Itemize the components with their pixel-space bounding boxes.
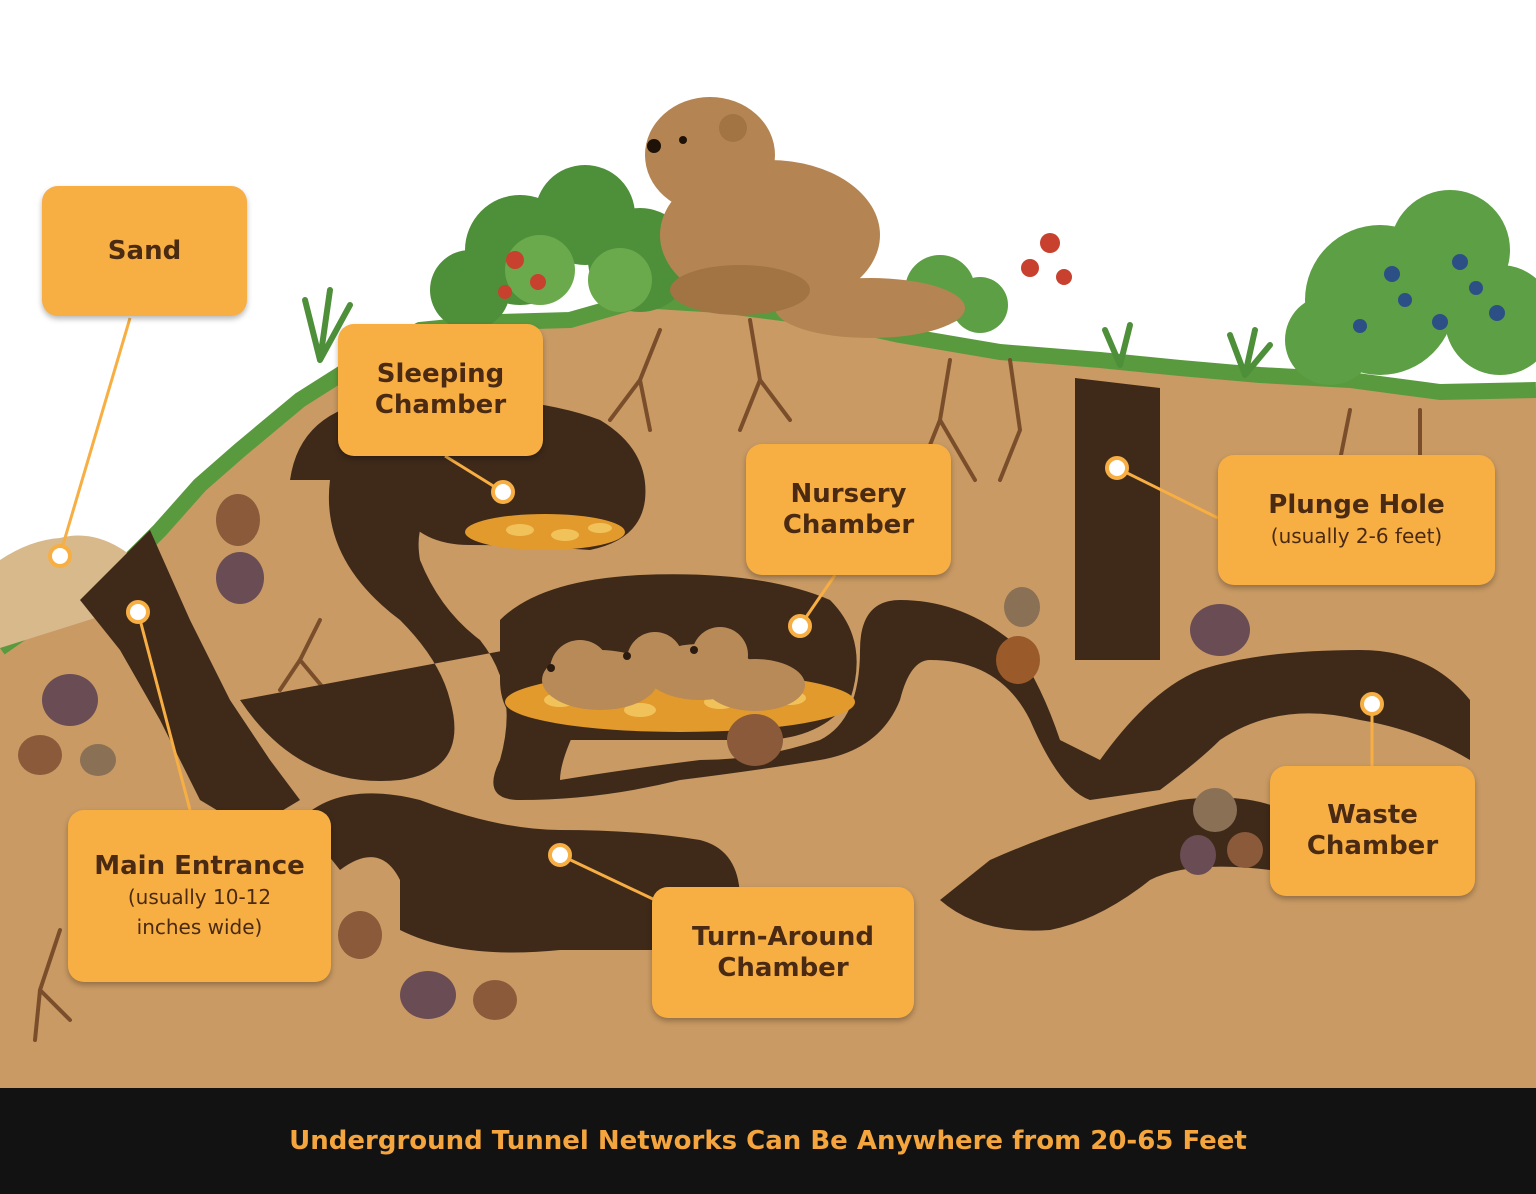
- berries-red: [498, 233, 1072, 299]
- label-nursery-chamber: Nursery Chamber: [746, 444, 951, 575]
- baby-groundhogs: [542, 627, 805, 711]
- label-plunge-hole-title: Plunge Hole: [1268, 489, 1445, 520]
- caption-text: Underground Tunnel Networks Can Be Anywh…: [289, 1126, 1247, 1156]
- label-sleeping-chamber: Sleeping Chamber: [338, 324, 543, 456]
- label-plunge-hole: Plunge Hole (usually 2-6 feet): [1218, 455, 1495, 585]
- baby-noses: [547, 646, 698, 672]
- label-sand-title: Sand: [107, 235, 182, 266]
- label-turn-around-chamber-title: Turn-Around Chamber: [692, 921, 874, 983]
- adult-groundhog: [645, 97, 965, 338]
- leader-lines: [58, 317, 1374, 902]
- label-plunge-hole-subtitle: (usually 2-6 feet): [1270, 523, 1443, 548]
- plunge-hole-tunnel: [1075, 378, 1160, 660]
- label-main-entrance: Main Entrance (usually 10-12 inches wide…: [68, 810, 331, 982]
- label-sand: Sand: [42, 186, 247, 316]
- bush-left-highlight: [505, 235, 652, 312]
- label-waste-chamber: Waste Chamber: [1270, 766, 1475, 896]
- roots: [33, 318, 1442, 1042]
- label-main-entrance-title: Main Entrance: [94, 850, 305, 881]
- lower-tunnel: [300, 793, 740, 953]
- sand-mound: [0, 535, 152, 648]
- label-sleeping-chamber-title: Sleeping Chamber: [374, 359, 507, 420]
- label-waste-chamber-title: Waste Chamber: [1306, 800, 1439, 861]
- bush-right: [1285, 190, 1536, 385]
- leader-dots: [48, 456, 1384, 867]
- grass-tufts: [302, 287, 1273, 378]
- caption-banner: Underground Tunnel Networks Can Be Anywh…: [0, 1088, 1536, 1194]
- stones: [18, 494, 1263, 1020]
- label-main-entrance-subtitle: (usually 10-12 inches wide): [127, 884, 272, 939]
- label-nursery-chamber-title: Nursery Chamber: [782, 478, 915, 540]
- label-turn-around-chamber: Turn-Around Chamber: [652, 887, 914, 1018]
- berries-blue: [1353, 254, 1505, 333]
